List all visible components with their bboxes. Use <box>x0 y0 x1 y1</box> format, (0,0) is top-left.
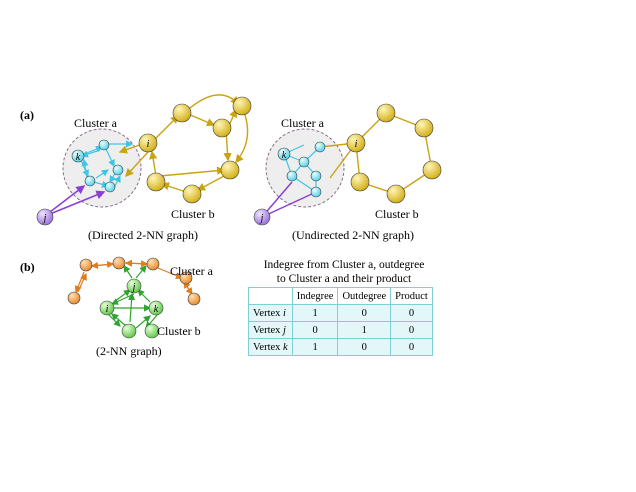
vertex-k-node <box>148 300 164 316</box>
row-label-prefix: Vertex <box>253 324 284 336</box>
header-indegree: Indegree <box>291 287 339 305</box>
yellow-node <box>146 172 166 192</box>
panel-a-label: (a) <box>20 108 34 122</box>
yellow-node <box>232 96 252 116</box>
cell-indegree: 0 <box>291 321 339 339</box>
cluster-a-label: Cluster a <box>74 116 118 130</box>
vertex-i-label: i <box>147 139 150 150</box>
orange-node <box>179 271 193 285</box>
yellow-node <box>376 103 396 123</box>
table-row: Vertex j 0 1 0 <box>248 321 433 339</box>
vertex-k-label: k <box>76 152 81 163</box>
yellow-node <box>350 172 370 192</box>
cluster-b-label: Cluster b <box>171 207 215 221</box>
row-label-var: k <box>283 341 288 353</box>
yellow-node <box>422 160 442 180</box>
yellow-node <box>220 160 240 180</box>
vertex-j-edges <box>49 185 106 215</box>
vertex-j-label: j <box>131 282 136 293</box>
undirected-caption: (Undirected 2-NN graph) <box>292 228 414 242</box>
table-row: Vertex k 1 0 0 <box>248 338 433 356</box>
cell-product: 0 <box>390 321 433 339</box>
orange-node <box>146 257 160 271</box>
header-outdegree: Outdegree <box>337 287 392 305</box>
header-product: Product <box>390 287 433 305</box>
table-caption: Indegree from Cluster a, outdegree to Cl… <box>248 258 440 286</box>
vertex-j-node <box>126 278 142 294</box>
green-edges <box>107 265 159 329</box>
cyan-node <box>84 175 96 187</box>
orange-node <box>112 256 126 270</box>
knn-graph-b: j i k Cluster a Cluster b (2-NN graph) <box>67 256 214 358</box>
cyan-node <box>104 181 116 193</box>
cyan-node <box>112 164 124 176</box>
yellow-node <box>212 118 232 138</box>
cluster-b-label: Cluster b <box>157 324 201 338</box>
green-node <box>144 323 160 339</box>
row-label: Vertex i <box>248 304 293 322</box>
cyan-node <box>310 186 322 198</box>
cell-outdegree: 0 <box>337 304 392 322</box>
cell-indegree: 1 <box>291 338 339 356</box>
degree-table: Indegree Outdegree Product Vertex i 1 0 … <box>248 287 433 356</box>
vertex-i-node <box>346 133 366 153</box>
vertex-j-label: j <box>259 213 264 224</box>
cell-outdegree: 0 <box>337 338 392 356</box>
table-row: Vertex i 1 0 0 <box>248 304 433 322</box>
cell-outdegree: 1 <box>337 321 392 339</box>
cyan-node <box>314 141 326 153</box>
vertex-k-label: k <box>154 304 159 315</box>
vertex-j-node <box>253 208 271 226</box>
yellow-node <box>172 103 192 123</box>
vertex-i-node <box>99 300 115 316</box>
vertex-k-node <box>71 149 85 163</box>
vertex-k-node <box>277 147 291 161</box>
directed-graph: i k j Cluster a Cluster b (Directed 2-NN… <box>36 94 252 242</box>
table-header-row: Indegree Outdegree Product <box>248 287 433 305</box>
orange-node <box>79 258 93 272</box>
row-label: Vertex k <box>248 338 293 356</box>
undirected-graph: i k j Cluster a Cluster b (Undirected 2-… <box>253 103 442 242</box>
cell-indegree: 1 <box>291 304 339 322</box>
knn-caption: (2-NN graph) <box>96 344 162 358</box>
yellow-node <box>182 184 202 204</box>
cell-product: 0 <box>390 338 433 356</box>
cyan-node <box>98 139 110 151</box>
panel-b-label: (b) <box>20 260 35 274</box>
vertex-i-node <box>138 133 158 153</box>
table-caption-line2: to Cluster a and their product <box>276 273 412 285</box>
cluster-b-label: Cluster b <box>375 207 419 221</box>
row-label: Vertex j <box>248 321 293 339</box>
green-node <box>121 323 137 339</box>
row-label-prefix: Vertex <box>253 307 284 319</box>
orange-node <box>67 291 81 305</box>
row-label-var: j <box>283 324 286 336</box>
cluster-a-label: Cluster a <box>170 264 214 278</box>
cluster-a-region <box>265 128 345 208</box>
cyan-node <box>310 170 322 182</box>
vertex-i-label: i <box>355 139 358 150</box>
row-label-prefix: Vertex <box>253 341 284 353</box>
cluster-a-label: Cluster a <box>281 116 325 130</box>
yellow-node <box>386 184 406 204</box>
cyan-node <box>286 170 298 182</box>
cell-product: 0 <box>390 304 433 322</box>
yellow-node <box>414 118 434 138</box>
orange-node <box>187 292 201 306</box>
vertex-i-label: i <box>106 304 109 315</box>
vertex-j-label: j <box>42 213 47 224</box>
vertex-k-label: k <box>282 150 287 161</box>
table-caption-line1: Indegree from Cluster a, outdegree <box>263 259 425 271</box>
vertex-j-node <box>36 208 54 226</box>
row-label-var: i <box>283 307 286 319</box>
cyan-node <box>298 156 310 168</box>
table-corner-cell <box>248 287 293 305</box>
directed-caption: (Directed 2-NN graph) <box>88 228 198 242</box>
